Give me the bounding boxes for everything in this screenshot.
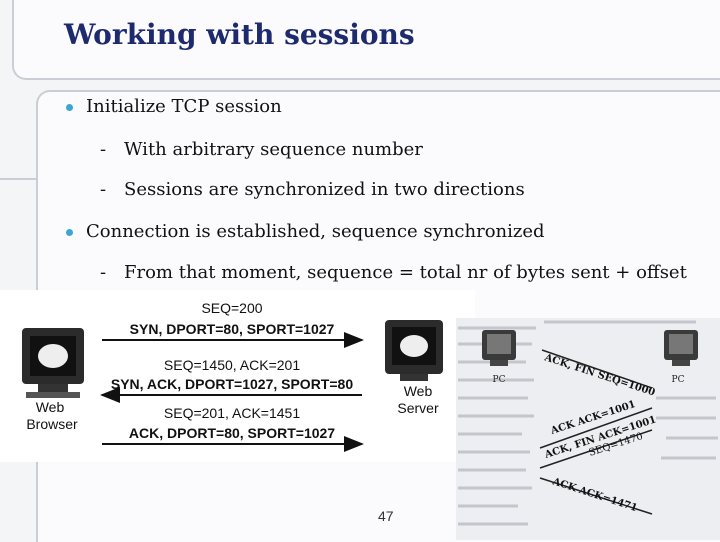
pc-left-label: PC (493, 375, 506, 385)
dash: - (100, 139, 107, 160)
msg1-flags: SYN, DPORT=80, SPORT=1027 (130, 321, 335, 337)
title-box (12, 0, 720, 80)
server-label-line2: Server (397, 400, 439, 416)
label-ack-fin-1: ACK, FIN SEQ=1000 (542, 352, 656, 398)
msg1-seq: SEQ=200 (201, 300, 262, 316)
bullet-1: Initialize TCP session (86, 96, 282, 117)
web-browser-computer-icon (22, 328, 84, 398)
arrow-ack-1 (539, 407, 653, 449)
textbook-figure-svg: PC PC ACK, FIN SEQ=1000 ACK ACK=1001 ACK… (458, 320, 718, 526)
dash: - (100, 262, 107, 283)
arrow-fin-1 (541, 349, 653, 389)
msg3-flags: ACK, DPORT=80, SPORT=1027 (129, 425, 335, 441)
browser-label-line2: Browser (26, 416, 78, 432)
msg2-seq: SEQ=1450, ACK=201 (164, 357, 300, 373)
bullet-2: Connection is established, sequence sync… (86, 221, 545, 242)
slide-title: Working with sessions (64, 18, 415, 51)
sub-bullet-2: Sessions are synchronized in two directi… (124, 179, 525, 200)
msg3-seq: SEQ=201, ACK=1451 (164, 405, 300, 421)
slide-number: 47 (378, 508, 394, 524)
arrow-fin-2 (539, 429, 653, 469)
pc-left-icon (482, 330, 516, 366)
web-server-computer-icon (385, 320, 443, 381)
bullet-dot (66, 229, 73, 236)
textbook-figure-image: PC PC ACK, FIN SEQ=1000 ACK ACK=1001 ACK… (456, 318, 720, 540)
sub-bullet-1: With arbitrary sequence number (124, 139, 423, 160)
pc-right-icon (664, 330, 698, 366)
browser-label-line1: Web (36, 399, 65, 415)
label-ack-1471: ACK ACK=1471 (550, 476, 639, 514)
tcp-handshake-diagram: Web Browser Web Server SEQ=200 SYN, DPOR… (0, 290, 475, 462)
arrow-ack-2 (539, 477, 653, 515)
sub-bullet-3: From that moment, sequence = total nr of… (124, 262, 687, 283)
handshake-svg: Web Browser Web Server SEQ=200 SYN, DPOR… (22, 300, 443, 452)
server-label-line1: Web (404, 383, 433, 399)
dash: - (100, 179, 107, 200)
msg2-flags: SYN, ACK, DPORT=1027, SPORT=80 (111, 376, 353, 392)
bullet-dot (66, 104, 73, 111)
pc-right-label: PC (672, 375, 685, 385)
